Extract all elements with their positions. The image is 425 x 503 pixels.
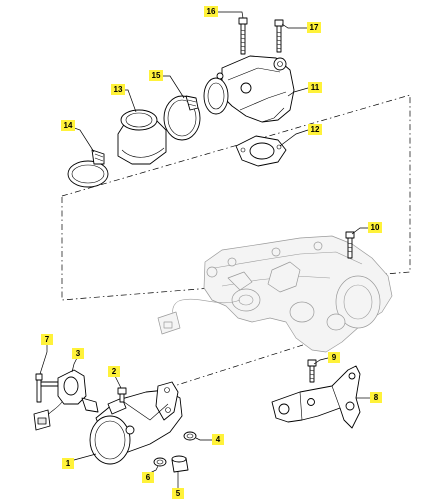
- callout-label: 5: [176, 489, 181, 498]
- callout-8: 8: [370, 392, 382, 403]
- bolt-17: [274, 19, 284, 53]
- callout-label: 6: [146, 473, 151, 482]
- intake-manifold-ghost: [157, 235, 393, 353]
- callout-1: 1: [62, 458, 74, 469]
- callout-14: 14: [61, 120, 75, 131]
- callout-label: 16: [207, 7, 216, 16]
- callout-label: 7: [45, 335, 50, 344]
- callout-11: 11: [308, 82, 322, 93]
- assembly-boundary-frame: [61, 94, 411, 401]
- throttle-body-1: [89, 381, 183, 465]
- callout-13: 13: [111, 84, 125, 95]
- callout-label: 4: [216, 435, 221, 444]
- actuator-3: [33, 369, 99, 431]
- cap-5: [171, 455, 189, 473]
- callout-9: 9: [328, 352, 340, 363]
- bolt-7: [35, 373, 59, 403]
- callout-17: 17: [307, 22, 321, 33]
- callout-16: 16: [204, 6, 218, 17]
- callout-7: 7: [41, 334, 53, 345]
- callout-label: 14: [64, 121, 73, 130]
- callout-label: 12: [311, 125, 320, 134]
- screw-2: [117, 387, 127, 403]
- callout-2: 2: [108, 366, 120, 377]
- gasket-12: [235, 135, 287, 167]
- callout-6: 6: [142, 472, 154, 483]
- mounting-bracket-8: [271, 365, 361, 429]
- callout-3: 3: [72, 348, 84, 359]
- callout-label: 1: [66, 459, 71, 468]
- callout-5: 5: [172, 488, 184, 499]
- intake-hose-13: [117, 109, 167, 165]
- callout-15: 15: [149, 70, 163, 81]
- plug-4: [183, 431, 197, 441]
- callout-10: 10: [368, 222, 382, 233]
- bolt-9: [307, 359, 317, 383]
- bolt-10: [345, 231, 355, 259]
- callout-12: 12: [308, 124, 322, 135]
- callout-label: 2: [112, 367, 117, 376]
- hose-clamp-15: [163, 95, 201, 141]
- callout-label: 11: [311, 83, 320, 92]
- callout-label: 9: [332, 353, 337, 362]
- bolt-16: [238, 17, 248, 55]
- callout-label: 8: [374, 393, 379, 402]
- hose-clamp-14: [67, 149, 109, 188]
- callout-4: 4: [212, 434, 224, 445]
- callout-label: 3: [76, 349, 81, 358]
- throttle-elbow-housing-11: [203, 55, 295, 123]
- callout-label: 17: [310, 23, 319, 32]
- callout-label: 15: [152, 71, 161, 80]
- callout-label: 13: [114, 85, 123, 94]
- callout-label: 10: [371, 223, 380, 232]
- o-ring-6: [153, 457, 167, 467]
